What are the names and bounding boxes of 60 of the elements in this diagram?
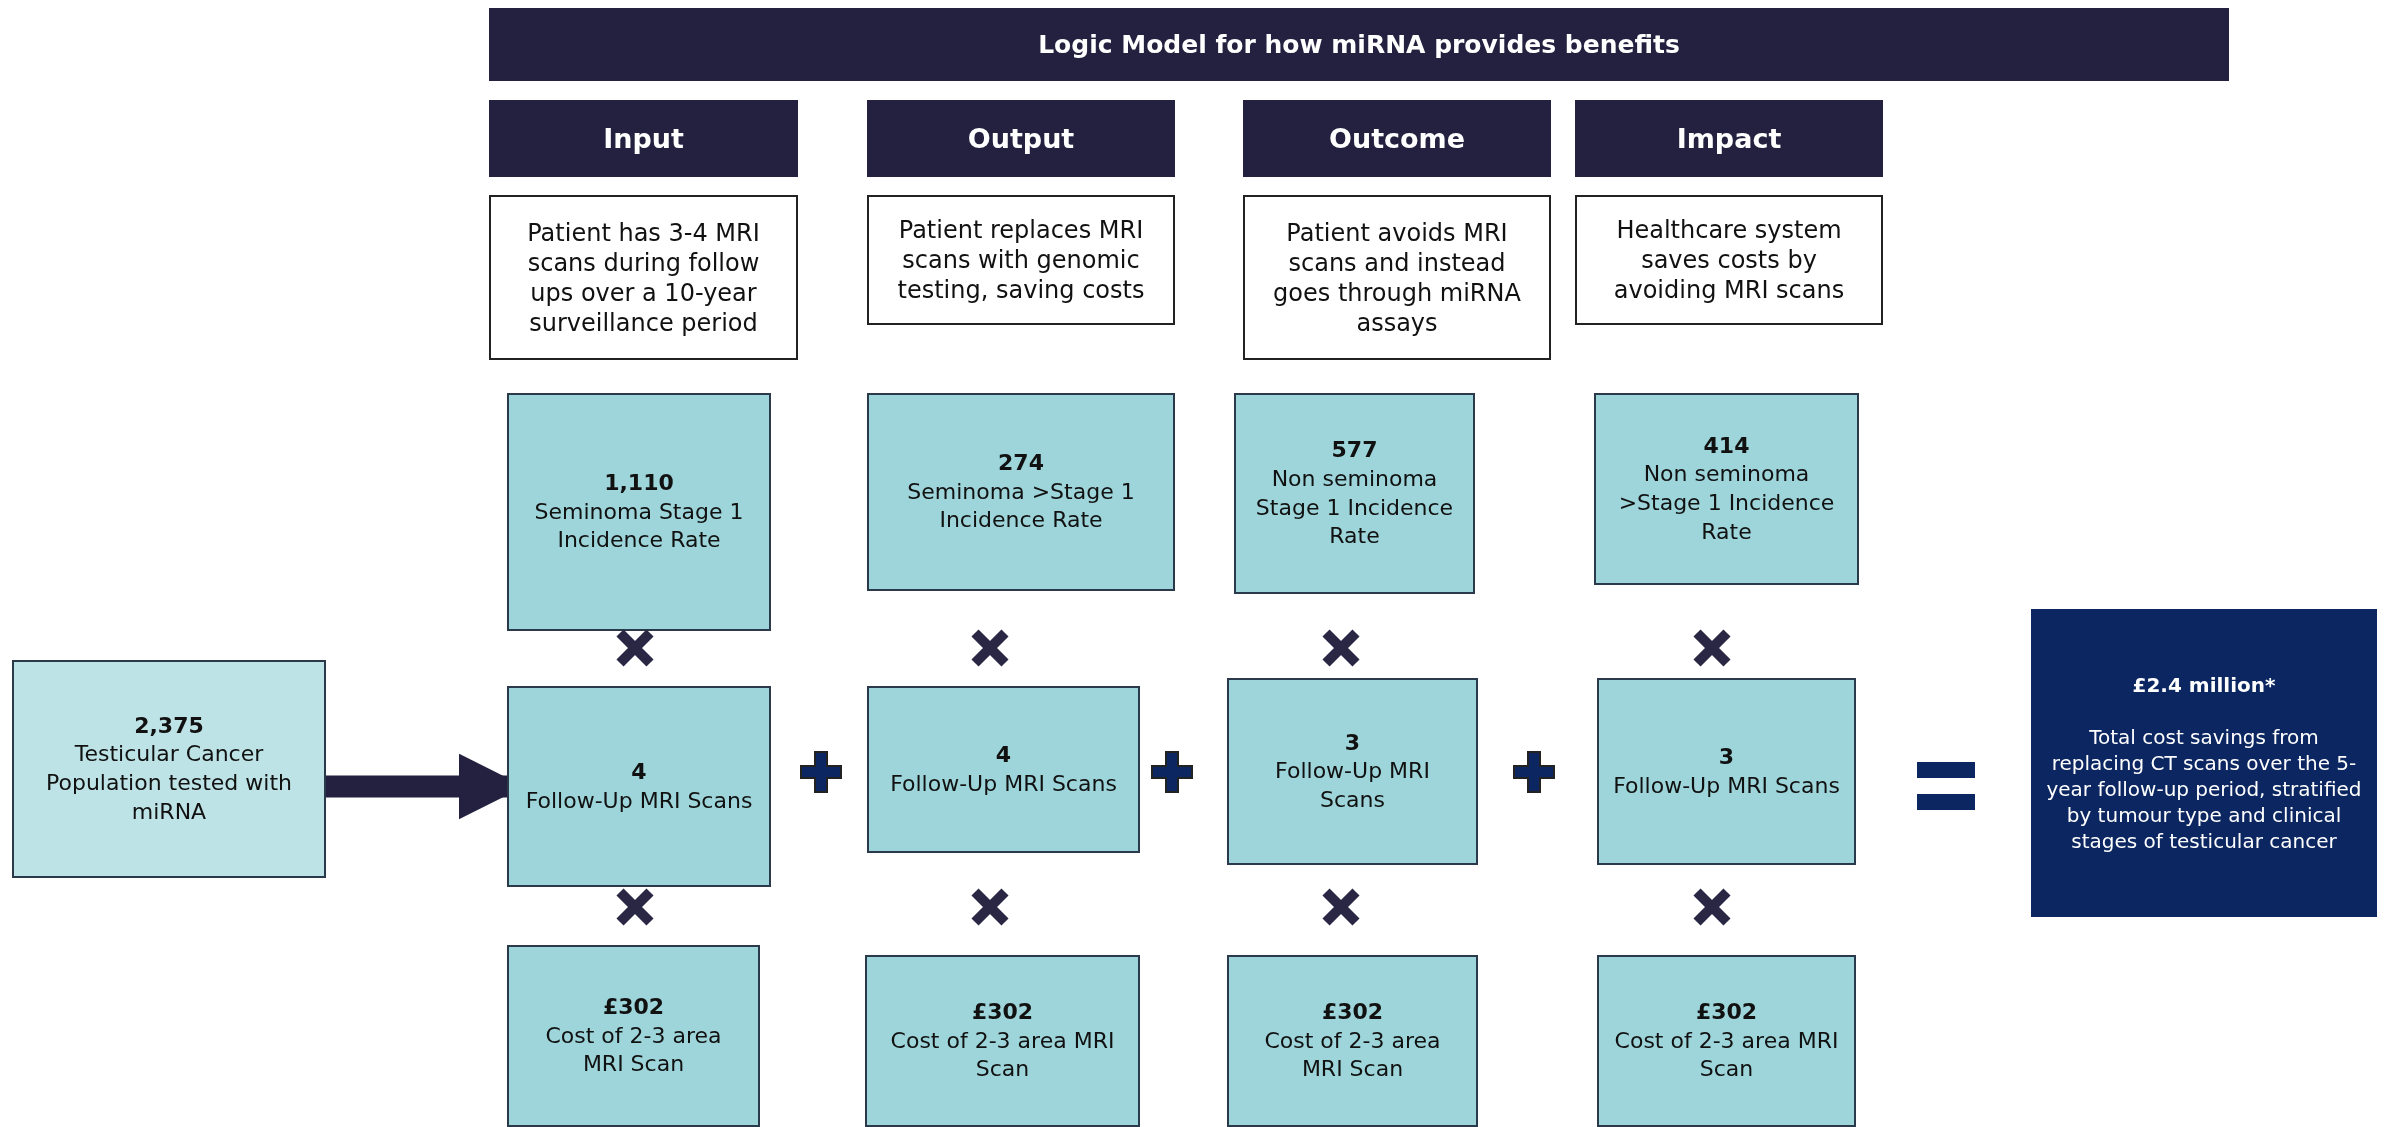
label-text: Cost of 2-3 area MRI Scan xyxy=(1263,1026,1442,1084)
value-box xyxy=(865,955,1140,1127)
value-box xyxy=(507,945,760,1127)
value-text: 577 xyxy=(1331,436,1378,465)
label-text: Total cost savings from replacing CT scans over the 5-year follow-up period, stratified by tumour type and clinical stages of testicular cancer xyxy=(2045,724,2363,854)
description-box xyxy=(867,195,1175,325)
column-header xyxy=(489,100,798,177)
value-text: 274 xyxy=(998,449,1044,478)
value-box xyxy=(1597,678,1856,865)
title-bar xyxy=(489,8,2229,81)
header-text: Outcome xyxy=(1328,123,1466,154)
value-box xyxy=(867,686,1140,853)
description-box xyxy=(1575,195,1883,325)
description-box xyxy=(1243,195,1551,360)
value-box xyxy=(507,393,771,631)
label-text: Cost of 2-3 area MRI Scan xyxy=(1613,1026,1840,1084)
result-box xyxy=(2031,609,2377,917)
description-text: Patient avoids MRI scans and instead goes through miRNA assays xyxy=(1272,217,1522,338)
value-text: £302 xyxy=(1695,998,1758,1027)
column-header xyxy=(867,100,1175,177)
header-text: Impact xyxy=(1676,123,1782,154)
value-text: £2.4 million* xyxy=(2132,672,2276,698)
value-text: 414 xyxy=(1703,431,1750,460)
value-text: £302 xyxy=(971,998,1034,1027)
value-text: 4 xyxy=(995,740,1012,769)
label-text: Non seminoma >Stage 1 Incidence Rate xyxy=(1617,460,1836,546)
value-box xyxy=(1234,393,1475,594)
value-text: 3 xyxy=(1718,742,1735,771)
label-text: Cost of 2-3 area MRI Scan xyxy=(889,1026,1116,1084)
header-text: Output xyxy=(967,123,1075,154)
label-text: Non seminoma Stage 1 Incidence Rate xyxy=(1254,464,1455,551)
value-text: 2,375 xyxy=(134,711,204,740)
value-text: £302 xyxy=(1321,998,1384,1027)
label-text: Seminoma Stage 1 Incidence Rate xyxy=(533,497,745,555)
label-text: Follow-Up MRI Scans xyxy=(890,769,1117,798)
column-header xyxy=(1575,100,1883,177)
title-text: Logic Model for how miRNA provides benefits xyxy=(1038,30,1680,59)
header-text: Input xyxy=(603,123,684,154)
description-text: Patient has 3-4 MRI scans during follow ups over a 10-year surveillance period xyxy=(526,217,761,338)
value-box xyxy=(507,686,771,887)
value-text: £302 xyxy=(602,993,665,1022)
population-box xyxy=(12,660,326,878)
value-box xyxy=(1594,393,1859,585)
value-text: 4 xyxy=(631,757,647,786)
value-box xyxy=(1227,678,1478,865)
description-text: Healthcare system saves costs by avoiding MRI scans xyxy=(1612,215,1846,305)
value-box xyxy=(1227,955,1478,1127)
label-text: Follow-Up MRI Scans xyxy=(525,786,753,815)
value-box xyxy=(867,393,1175,591)
description-text: Patient replaces MRI scans with genomic testing, saving costs xyxy=(896,215,1146,305)
value-text: 3 xyxy=(1344,728,1361,757)
value-text: 1,110 xyxy=(604,469,674,498)
label-text: Cost of 2-3 area MRI Scan xyxy=(544,1021,723,1079)
label-text: Follow-Up MRI Scans xyxy=(1613,771,1840,800)
label-text: Seminoma >Stage 1 Incidence Rate xyxy=(906,477,1136,535)
value-box xyxy=(1597,955,1856,1127)
description-box xyxy=(489,195,798,360)
label-text: Testicular Cancer Population tested with miRNA xyxy=(45,740,293,826)
column-header xyxy=(1243,100,1551,177)
label-text: Follow-Up MRI Scans xyxy=(1274,757,1431,814)
